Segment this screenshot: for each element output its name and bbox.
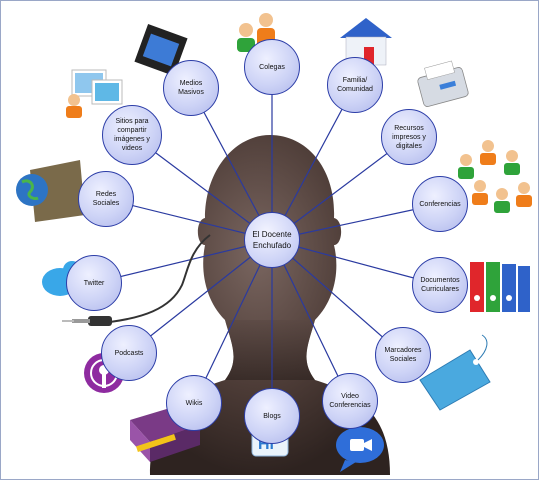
node-label: Blogs (263, 412, 281, 420)
node-label: Recursos impresos y digitales (392, 124, 426, 150)
node-familia-comunidad: Familia/ Comunidad (327, 57, 383, 113)
node-label: Familia/ Comunidad (337, 77, 373, 93)
binders-icon (470, 262, 530, 312)
video-chat-icon (336, 427, 384, 472)
node-marcadores: Marcadores Sociales (375, 327, 431, 383)
audio-cable (109, 234, 211, 323)
node-label: Redes Sociales (92, 191, 120, 207)
film-reel-icon (134, 24, 188, 76)
node-label: Video Conferencias (329, 393, 371, 409)
node-colegas: Colegas (244, 39, 300, 95)
photos-user-icon (66, 69, 123, 118)
node-label: Marcadores Sociales (384, 347, 422, 363)
center-node-label: El Docente Enchufado (252, 230, 292, 250)
node-blogs: Blogs (244, 388, 300, 444)
tag-icon (419, 334, 491, 411)
node-podcasts: Podcasts (101, 325, 157, 381)
node-wikis: Wikis (166, 375, 222, 431)
globe-bag-icon (16, 160, 85, 222)
node-label: Sitios para compartir imágenes y videos (114, 118, 150, 152)
node-label: Podcasts (114, 349, 144, 357)
people-group-icon (458, 140, 532, 213)
center-node: El Docente Enchufado (244, 212, 300, 268)
node-redes-sociales: Redes Sociales (78, 171, 134, 227)
node-medios-masivos: Medios Masivos (163, 60, 219, 116)
node-conferencias: Conferencias (412, 176, 468, 232)
node-label: Documentos Curriculares (420, 277, 460, 293)
node-label: Twitter (83, 279, 105, 287)
audio-jack-icon (62, 316, 112, 326)
printer-icon (417, 60, 469, 107)
node-label: Wikis (185, 399, 203, 407)
node-documentos: Documentos Curriculares (412, 257, 468, 313)
node-label: Colegas (259, 63, 285, 71)
node-twitter: Twitter (66, 255, 122, 311)
node-label: Conferencias (419, 200, 461, 208)
node-recursos: Recursos impresos y digitales (381, 109, 437, 165)
node-sitios: Sitios para compartir imágenes y videos (102, 105, 162, 165)
node-label: Medios Masivos (178, 80, 204, 96)
node-video-conferencias: Video Conferencias (322, 373, 378, 429)
